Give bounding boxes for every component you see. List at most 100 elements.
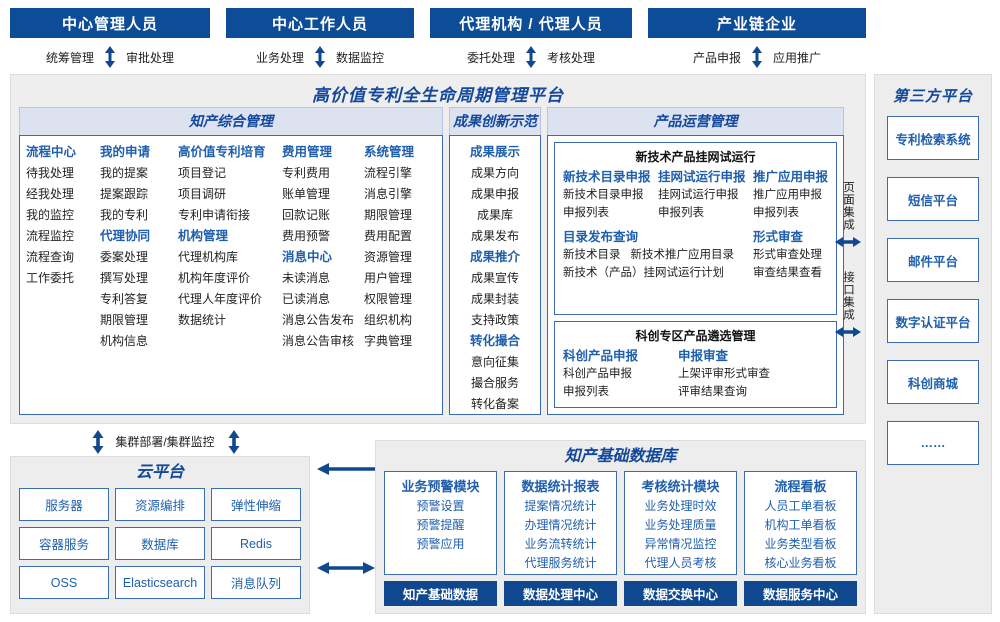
menu-item[interactable]: 成果申报	[470, 187, 519, 201]
cloud-cell-message-queue[interactable]: 消息队列	[211, 566, 301, 599]
menu-item[interactable]: 专利费用	[282, 166, 331, 180]
db-footer-service-center[interactable]: 数据服务中心	[744, 581, 857, 606]
menu-item[interactable]: 消息公告发布	[282, 313, 355, 327]
third-party-item-digital-cert[interactable]: 数字认证平台	[887, 299, 979, 343]
menu-item[interactable]: 流程引擎	[364, 166, 413, 180]
cloud-cell-oss[interactable]: OSS	[19, 566, 109, 599]
menu-item[interactable]: 转化备案	[470, 397, 519, 411]
db-box-item[interactable]: 业务流转统计	[524, 537, 597, 551]
role-bar-agency[interactable]: 代理机构 / 代理人员	[430, 8, 632, 38]
menu-item[interactable]: 字典管理	[364, 334, 413, 348]
db-box-item[interactable]: 预警应用	[416, 537, 465, 551]
db-box-item[interactable]: 业务处理质量	[644, 518, 717, 532]
menu-item[interactable]: 审查结果查看	[753, 267, 822, 279]
menu-item[interactable]: 我的提案	[100, 166, 149, 180]
db-box-item[interactable]: 预警提醒	[416, 518, 465, 532]
menu-item[interactable]: 期限管理	[364, 208, 413, 222]
menu-item[interactable]: 科创产品申报	[563, 368, 632, 380]
db-box-item[interactable]: 核心业务看板	[764, 556, 837, 570]
menu-item[interactable]: 新技术推广应用目录	[630, 249, 735, 261]
menu-item[interactable]: 成果封装	[470, 292, 519, 306]
menu-item[interactable]: 项目调研	[178, 187, 227, 201]
menu-item[interactable]: 项目登记	[178, 166, 227, 180]
db-box-item[interactable]: 业务类型看板	[764, 537, 837, 551]
menu-item[interactable]: 撰写处理	[100, 271, 149, 285]
menu-item[interactable]: 申报列表	[658, 207, 704, 219]
db-footer-basic-data[interactable]: 知产基础数据	[384, 581, 497, 606]
menu-item[interactable]: 委案处理	[100, 250, 149, 264]
db-footer-processing-center[interactable]: 数据处理中心	[504, 581, 617, 606]
role-bar-industry-enterprise[interactable]: 产业链企业	[648, 8, 866, 38]
menu-item[interactable]: 我的监控	[26, 208, 75, 222]
menu-item[interactable]: 流程监控	[26, 229, 75, 243]
role-bar-center-manager[interactable]: 中心管理人员	[10, 8, 210, 38]
menu-item[interactable]: 我的专利	[100, 208, 149, 222]
menu-item[interactable]: 机构年度评价	[178, 271, 251, 285]
menu-item[interactable]: 上架评审形式审查	[678, 368, 770, 380]
menu-item[interactable]: 工作委托	[26, 271, 75, 285]
menu-item[interactable]: 权限管理	[364, 292, 413, 306]
menu-item[interactable]: 期限管理	[100, 313, 149, 327]
menu-item[interactable]: 费用预警	[282, 229, 331, 243]
cloud-cell-elasticsearch[interactable]: Elasticsearch	[115, 566, 205, 599]
menu-item[interactable]: 新技术（产品）挂网试运行计划	[563, 267, 724, 279]
menu-item[interactable]: 代理机构库	[178, 250, 239, 264]
menu-item[interactable]: 成果发布	[470, 229, 519, 243]
menu-item[interactable]: 账单管理	[282, 187, 331, 201]
db-box-item[interactable]: 人员工单看板	[764, 499, 837, 513]
menu-item[interactable]: 数据统计	[178, 313, 227, 327]
menu-item[interactable]: 成果库	[476, 208, 513, 222]
db-box-item[interactable]: 办理情况统计	[524, 518, 597, 532]
menu-item[interactable]: 申报列表	[753, 207, 799, 219]
menu-item[interactable]: 支持政策	[470, 313, 519, 327]
db-box-item[interactable]: 预警设置	[416, 499, 465, 513]
cloud-cell-redis[interactable]: Redis	[211, 527, 301, 560]
menu-item[interactable]: 专利答复	[100, 292, 149, 306]
menu-item[interactable]: 机构信息	[100, 334, 149, 348]
menu-item[interactable]: 意向征集	[470, 355, 519, 369]
role-bar-center-staff[interactable]: 中心工作人员	[226, 8, 414, 38]
menu-item[interactable]: 成果方向	[470, 166, 519, 180]
menu-item[interactable]: 新技术目录申报	[563, 189, 644, 201]
db-box-item[interactable]: 机构工单看板	[764, 518, 837, 532]
menu-item[interactable]: 经我处理	[26, 187, 75, 201]
db-box-item[interactable]: 业务处理时效	[644, 499, 717, 513]
db-box-item[interactable]: 代理人员考核	[644, 556, 717, 570]
menu-item[interactable]: 用户管理	[364, 271, 413, 285]
menu-item[interactable]: 形式审查处理	[753, 249, 822, 261]
third-party-item-more[interactable]: ……	[887, 421, 979, 465]
menu-item[interactable]: 已读消息	[282, 292, 331, 306]
db-box-item[interactable]: 异常情况监控	[644, 537, 717, 551]
menu-item[interactable]: 申报列表	[563, 386, 609, 398]
menu-item[interactable]: 回款记账	[282, 208, 331, 222]
cloud-cell-orchestration[interactable]: 资源编排	[115, 488, 205, 521]
menu-item[interactable]: 撮合服务	[470, 376, 519, 390]
menu-item[interactable]: 待我处理	[26, 166, 75, 180]
menu-item[interactable]: 费用配置	[364, 229, 413, 243]
db-box-item[interactable]: 提案情况统计	[524, 499, 597, 513]
db-box-item[interactable]: 代理服务统计	[524, 556, 597, 570]
menu-item[interactable]: 未读消息	[282, 271, 331, 285]
db-footer-exchange-center[interactable]: 数据交换中心	[624, 581, 737, 606]
menu-item[interactable]: 代理人年度评价	[178, 292, 263, 306]
menu-item[interactable]: 提案跟踪	[100, 187, 149, 201]
menu-item[interactable]: 资源管理	[364, 250, 413, 264]
third-party-item-patent-search[interactable]: 专利检索系统	[887, 116, 979, 160]
menu-item[interactable]: 成果宣传	[470, 271, 519, 285]
cloud-cell-database[interactable]: 数据库	[115, 527, 205, 560]
cloud-cell-autoscaling[interactable]: 弹性伸缩	[211, 488, 301, 521]
menu-item[interactable]: 消息公告审核	[282, 334, 355, 348]
menu-item[interactable]: 流程查询	[26, 250, 75, 264]
menu-item[interactable]: 挂网试运行申报	[658, 189, 739, 201]
menu-item[interactable]: 组织机构	[364, 313, 413, 327]
menu-item[interactable]: 消息引擎	[364, 187, 413, 201]
third-party-item-sms[interactable]: 短信平台	[887, 177, 979, 221]
menu-item[interactable]: 评审结果查询	[678, 386, 747, 398]
third-party-item-kechuang-mall[interactable]: 科创商城	[887, 360, 979, 404]
cloud-cell-container[interactable]: 容器服务	[19, 527, 109, 560]
menu-item[interactable]: 新技术目录	[563, 249, 621, 261]
third-party-item-email[interactable]: 邮件平台	[887, 238, 979, 282]
cloud-cell-server[interactable]: 服务器	[19, 488, 109, 521]
menu-item[interactable]: 申报列表	[563, 207, 609, 219]
menu-item[interactable]: 专利申请衔接	[178, 208, 251, 222]
